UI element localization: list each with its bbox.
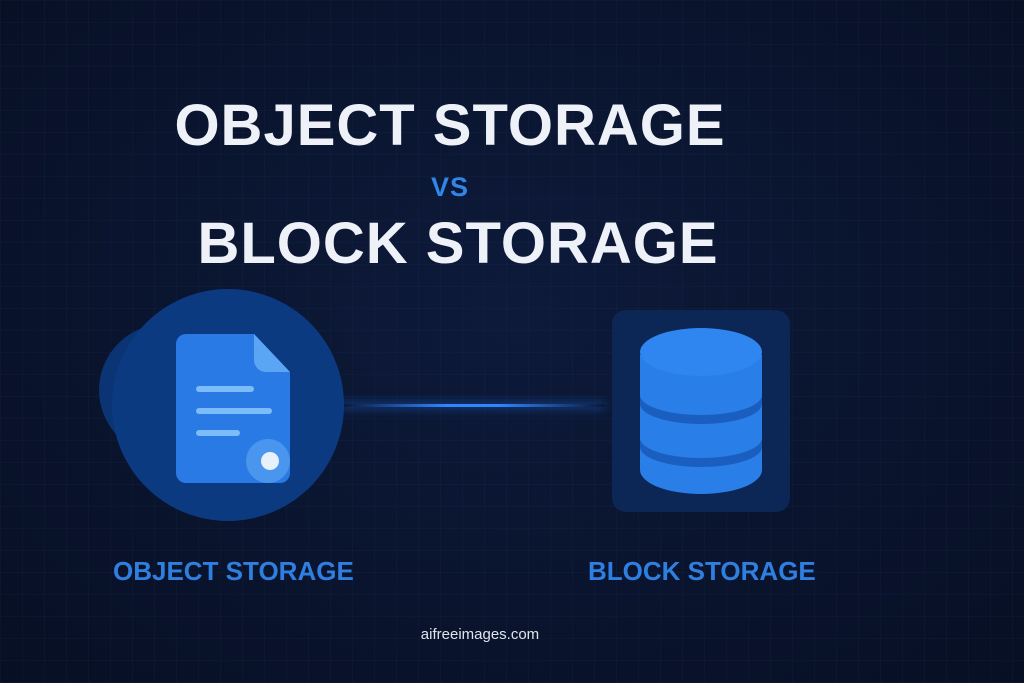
watermark: aifreeimages.com — [420, 626, 540, 643]
connector-line — [340, 404, 605, 407]
label-block-storage: BLOCK STORAGE — [588, 556, 816, 586]
title-block-storage: BLOCK STORAGE — [197, 211, 719, 276]
title-object-storage: OBJECT STORAGE — [174, 93, 726, 158]
title-vs: VS — [430, 172, 470, 202]
label-object-storage: OBJECT STORAGE — [113, 556, 354, 586]
database-icon — [612, 310, 790, 512]
document-icon — [99, 289, 344, 521]
